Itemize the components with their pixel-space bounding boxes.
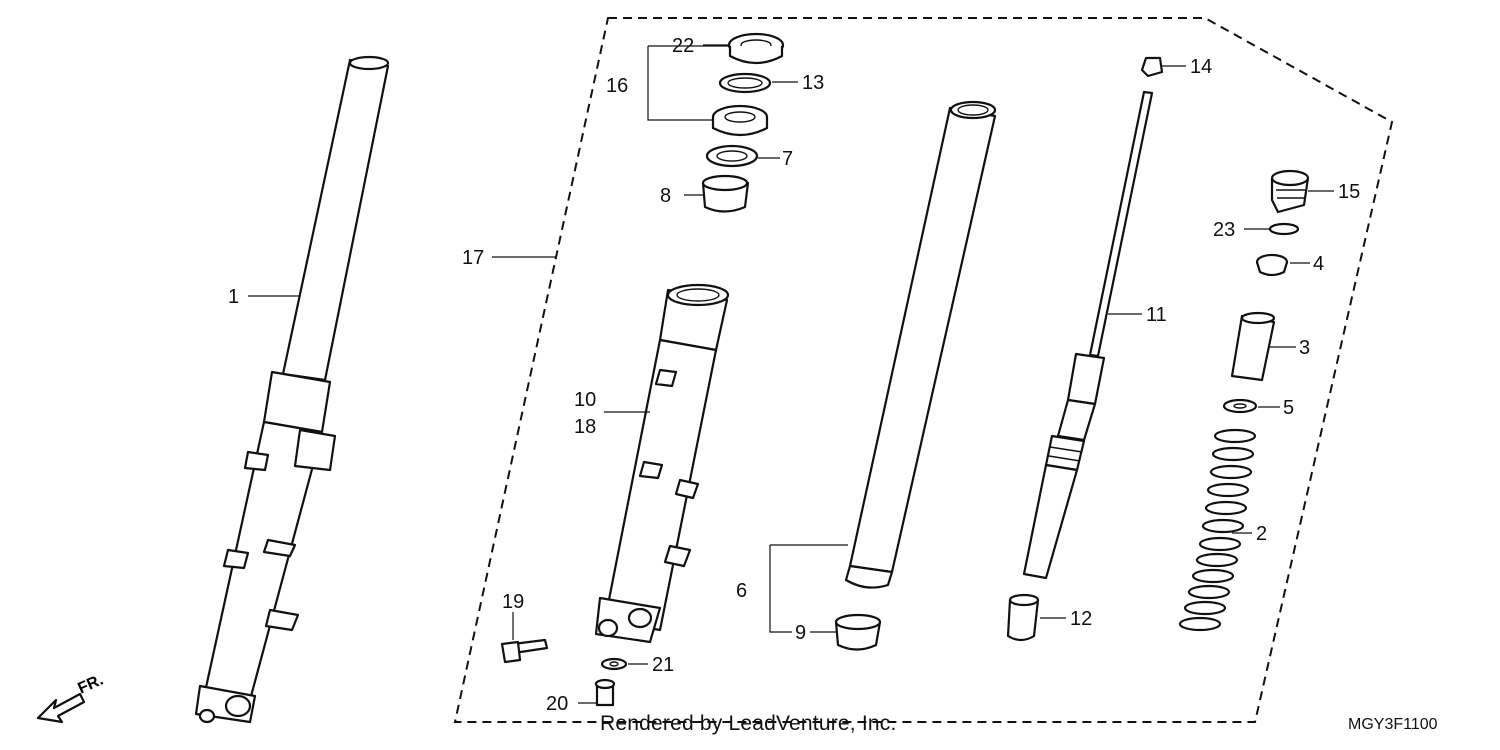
- part-10-bottom-case[interactable]: [594, 283, 730, 644]
- callout-6: 6: [736, 580, 747, 602]
- part-16-oil-seal[interactable]: [711, 104, 769, 137]
- callout-8: 8: [660, 185, 671, 207]
- part-20-bolt[interactable]: [594, 678, 616, 707]
- callout-11: 11: [1146, 304, 1167, 326]
- callout-18: 18: [574, 416, 596, 438]
- part-1-fork-assembly[interactable]: [194, 55, 390, 724]
- callout-5: 5: [1283, 397, 1294, 419]
- front-direction-arrow: [36, 692, 86, 724]
- part-7-back-up-ring[interactable]: [705, 144, 759, 168]
- callout-17: 17: [462, 247, 484, 269]
- part-23-o-ring[interactable]: [1268, 222, 1300, 236]
- part-21-gasket[interactable]: [600, 657, 628, 671]
- callout-3: 3: [1299, 337, 1310, 359]
- part-13-stopper-ring[interactable]: [718, 72, 772, 94]
- render-credit: Rendered by LeadVenture, Inc.: [600, 712, 897, 735]
- part-8-slider-bushing[interactable]: [701, 174, 750, 213]
- callout-16: 16: [606, 75, 628, 97]
- assembly-outline: [453, 17, 1394, 723]
- callout-1: 1: [228, 286, 239, 308]
- callout-13: 13: [802, 72, 824, 94]
- part-14-nut[interactable]: [1140, 56, 1164, 78]
- part-9-guide-bushing[interactable]: [834, 613, 882, 651]
- callout-15: 15: [1338, 181, 1360, 203]
- part-22-dust-seal[interactable]: [727, 32, 785, 65]
- part-15-fork-bolt[interactable]: [1270, 169, 1310, 214]
- diagram-code: MGY3F1100: [1348, 716, 1438, 733]
- part-2-fork-spring[interactable]: [1178, 428, 1257, 632]
- callout-23: 23: [1213, 219, 1235, 241]
- part-6-fork-pipe[interactable]: [844, 100, 997, 589]
- part-3-spring-collar[interactable]: [1230, 311, 1276, 382]
- callout-22: 22: [672, 35, 694, 57]
- callout-9: 9: [795, 622, 806, 644]
- leader-lines: [248, 44, 1334, 704]
- part-11-fork-damper[interactable]: [1022, 90, 1154, 580]
- callout-7: 7: [782, 148, 793, 170]
- callout-21: 21: [652, 654, 674, 676]
- part-19-socket-bolt[interactable]: [500, 638, 549, 664]
- callout-19: 19: [502, 591, 524, 613]
- part-5-spring-seat[interactable]: [1222, 398, 1258, 414]
- callout-14: 14: [1190, 56, 1212, 78]
- part-4-spring-seat[interactable]: [1255, 253, 1289, 277]
- callout-12: 12: [1070, 608, 1092, 630]
- part-12-oil-lock-piece[interactable]: [1006, 593, 1040, 642]
- callout-labels: 1 2 3 4 5 6 7 8 9 10 18 11 12 13 14 15 1…: [228, 35, 1360, 715]
- callout-10: 10: [574, 389, 596, 411]
- callout-4: 4: [1313, 253, 1324, 275]
- callout-2: 2: [1256, 523, 1267, 545]
- callout-20: 20: [546, 693, 568, 715]
